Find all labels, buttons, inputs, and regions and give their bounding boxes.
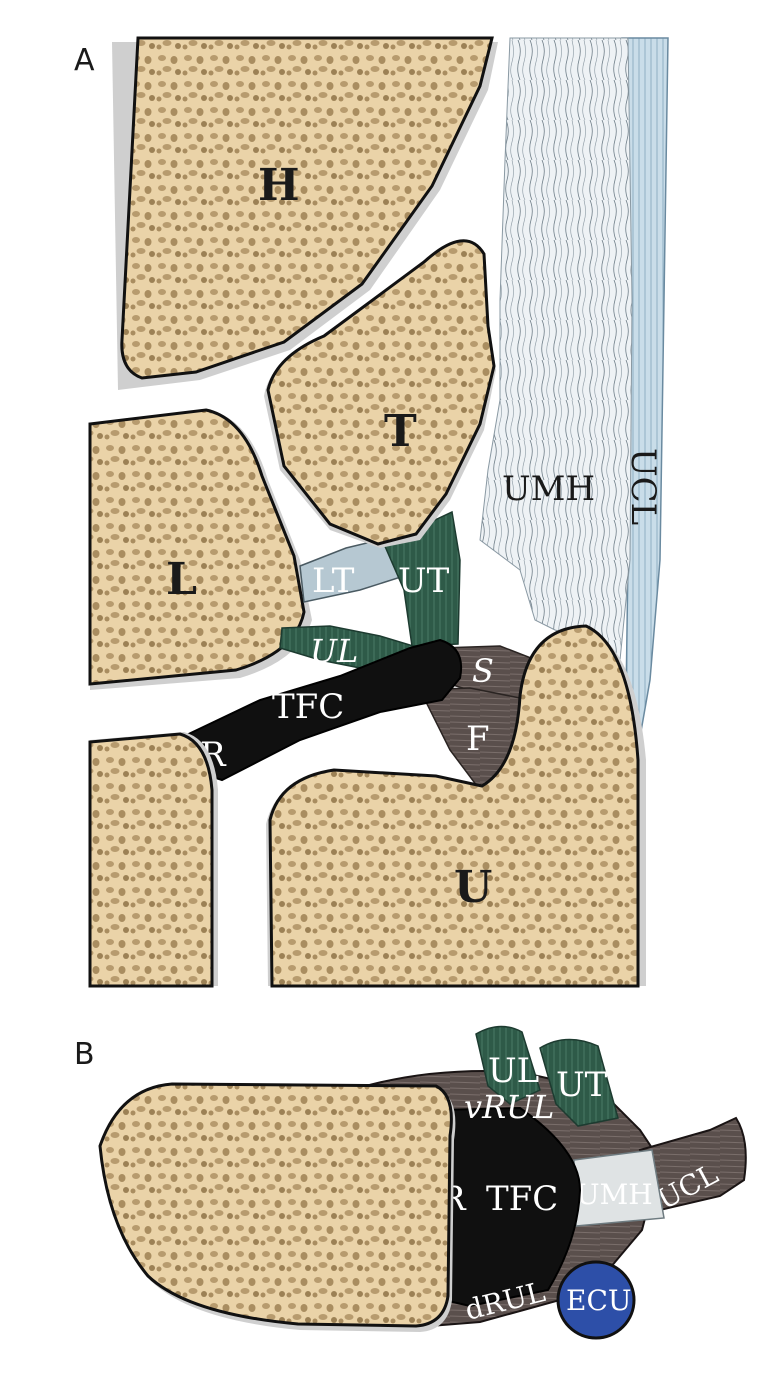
f-label: F	[466, 719, 490, 759]
panel-a: A H L LT UT UL T S F TFC R	[74, 36, 669, 988]
lt-label: LT	[312, 561, 355, 601]
hamate-bone	[120, 36, 494, 380]
ecu-tendon	[556, 1260, 636, 1340]
triquetrum-bone	[266, 239, 496, 546]
ul-ligament-b	[475, 1025, 541, 1105]
ecu-label: ECU	[566, 1284, 631, 1317]
ut-label-b: UT	[556, 1065, 608, 1105]
umh-label-b: UMH	[576, 1178, 653, 1211]
tfc-label-a: TFC	[272, 687, 344, 727]
lunate-label: L	[166, 554, 197, 605]
ucl-label-a: UCL	[623, 448, 663, 525]
ul-label-b: UL	[488, 1051, 539, 1091]
hamate-label: H	[258, 160, 300, 211]
panel-b: B UL UT UCL UMH TFC R vRUL dRUL ECU	[74, 1025, 747, 1340]
panel-a-letter: A	[74, 43, 95, 78]
ut-label-a: UT	[398, 561, 450, 601]
ut-ligament-b	[539, 1038, 619, 1127]
ul-label-a: UL	[310, 632, 358, 670]
ulna-bone	[268, 624, 640, 988]
vrul-label: vRUL	[464, 1088, 554, 1126]
tfc-a	[174, 638, 462, 782]
ulna-label: U	[454, 862, 492, 913]
umh-label-a: UMH	[502, 469, 595, 509]
tfc-label-b: TFC	[486, 1179, 558, 1219]
lunate-bone	[88, 408, 306, 686]
s-label: S	[472, 652, 494, 690]
ut-ligament-a	[383, 510, 461, 647]
umh-ligament-a	[479, 37, 633, 661]
panel-b-letter: B	[74, 1037, 95, 1072]
triquetrum-label: T	[384, 406, 417, 457]
radius-bone-b	[98, 1082, 453, 1328]
ucl-ligament-b	[638, 1116, 747, 1212]
radius-bone-a	[88, 732, 214, 988]
